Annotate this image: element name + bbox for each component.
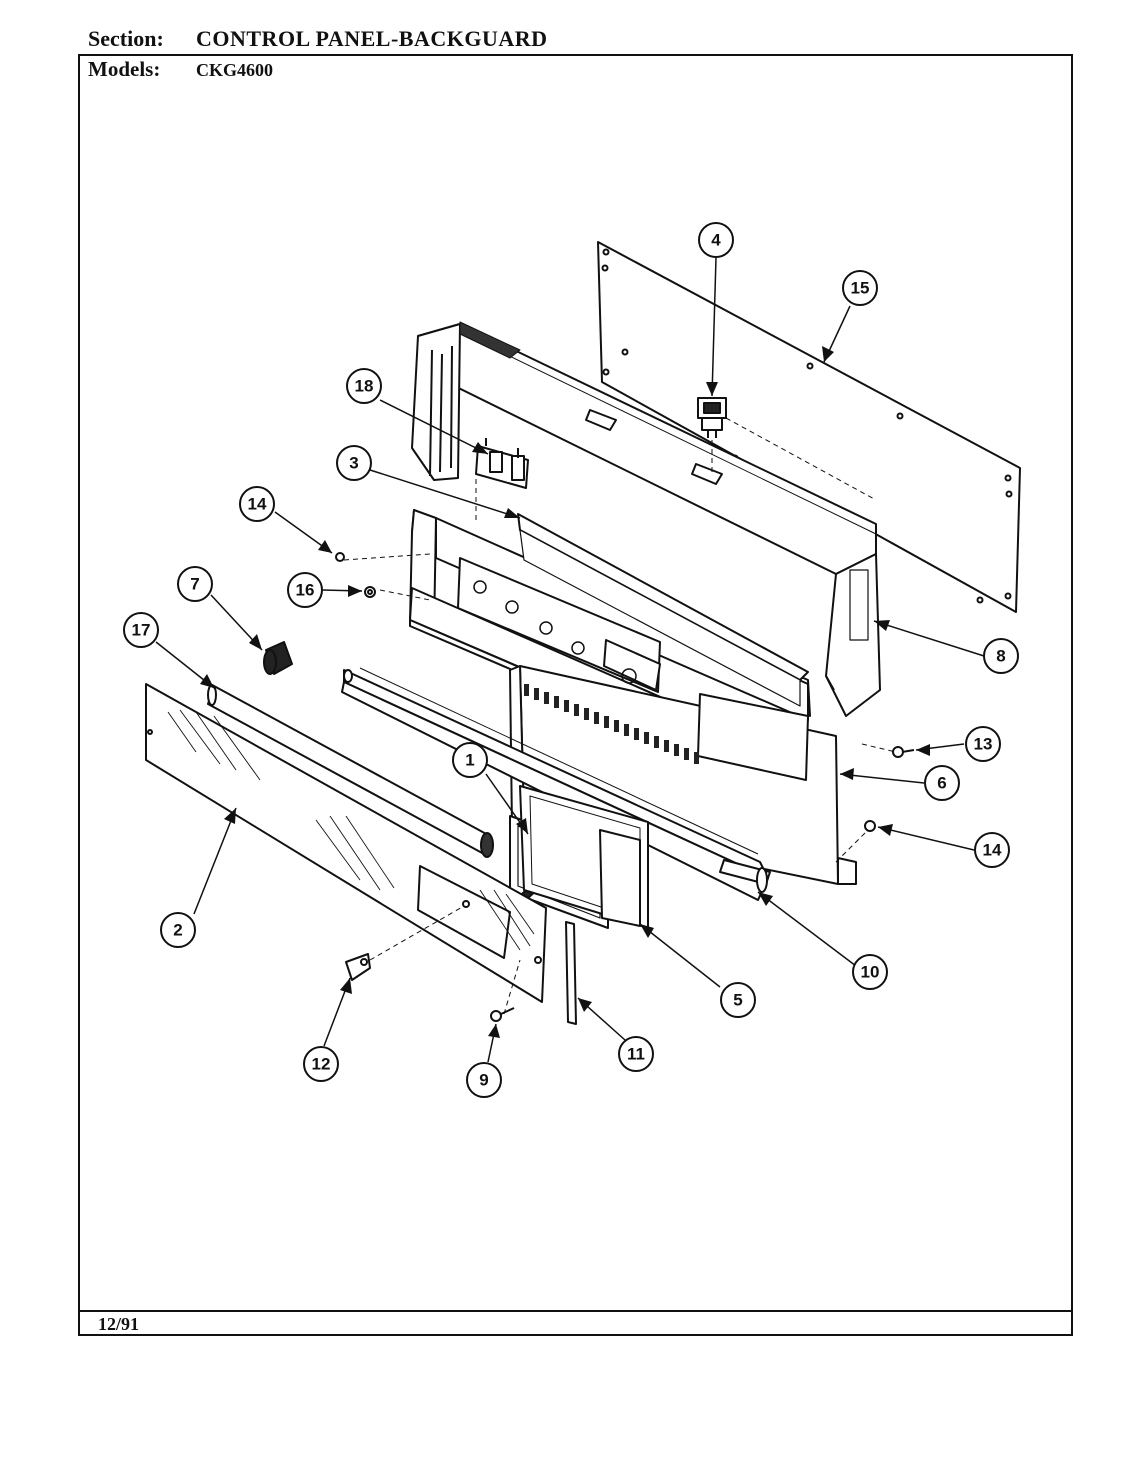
callout-18: 18 — [355, 377, 374, 396]
callout-14-left: 14 — [248, 495, 267, 514]
diagram-frame — [78, 54, 1073, 1336]
callout-4: 4 — [711, 231, 721, 250]
callout-9: 9 — [479, 1071, 488, 1090]
callout-12: 12 — [312, 1055, 331, 1074]
rear-cover-plate — [597, 241, 1021, 613]
callout-7: 7 — [190, 575, 199, 594]
housing-screw — [892, 746, 915, 758]
mounting-bracket — [475, 438, 529, 489]
section-title: CONTROL PANEL-BACKGUARD — [196, 26, 548, 51]
callout-6: 6 — [937, 774, 946, 793]
control-panel — [409, 509, 811, 797]
callout-15: 15 — [851, 279, 870, 298]
mounting-strip — [565, 921, 577, 1025]
glass-panel — [145, 683, 547, 1003]
callout-5: 5 — [733, 991, 742, 1010]
backguard-housing — [411, 321, 881, 717]
washer-16 — [364, 586, 376, 598]
callout-11: 11 — [627, 1045, 645, 1064]
callout-16: 16 — [296, 581, 315, 600]
trim-extrusion — [341, 667, 771, 901]
callout-13: 13 — [974, 735, 993, 754]
revision-date: 12/91 — [98, 1314, 140, 1334]
callout-3: 3 — [349, 454, 358, 473]
callout-1: 1 — [465, 751, 474, 770]
section-label: Section: — [88, 26, 164, 51]
panel-screw — [490, 1007, 515, 1022]
rocker-switch — [697, 397, 727, 438]
retaining-clip — [345, 953, 371, 981]
callout-8: 8 — [996, 647, 1005, 666]
models-label: Models: — [88, 57, 161, 81]
control-knob — [263, 641, 293, 675]
model-number: CKG4600 — [196, 60, 274, 80]
screw-14-left — [335, 552, 345, 562]
callout-2: 2 — [173, 921, 182, 940]
callout-10: 10 — [861, 963, 880, 982]
clock-bezel — [519, 785, 649, 929]
callout-14-right: 14 — [983, 841, 1002, 860]
screw-14-right — [864, 820, 876, 832]
callout-17: 17 — [132, 621, 151, 640]
footer-divider — [78, 1310, 1073, 1312]
